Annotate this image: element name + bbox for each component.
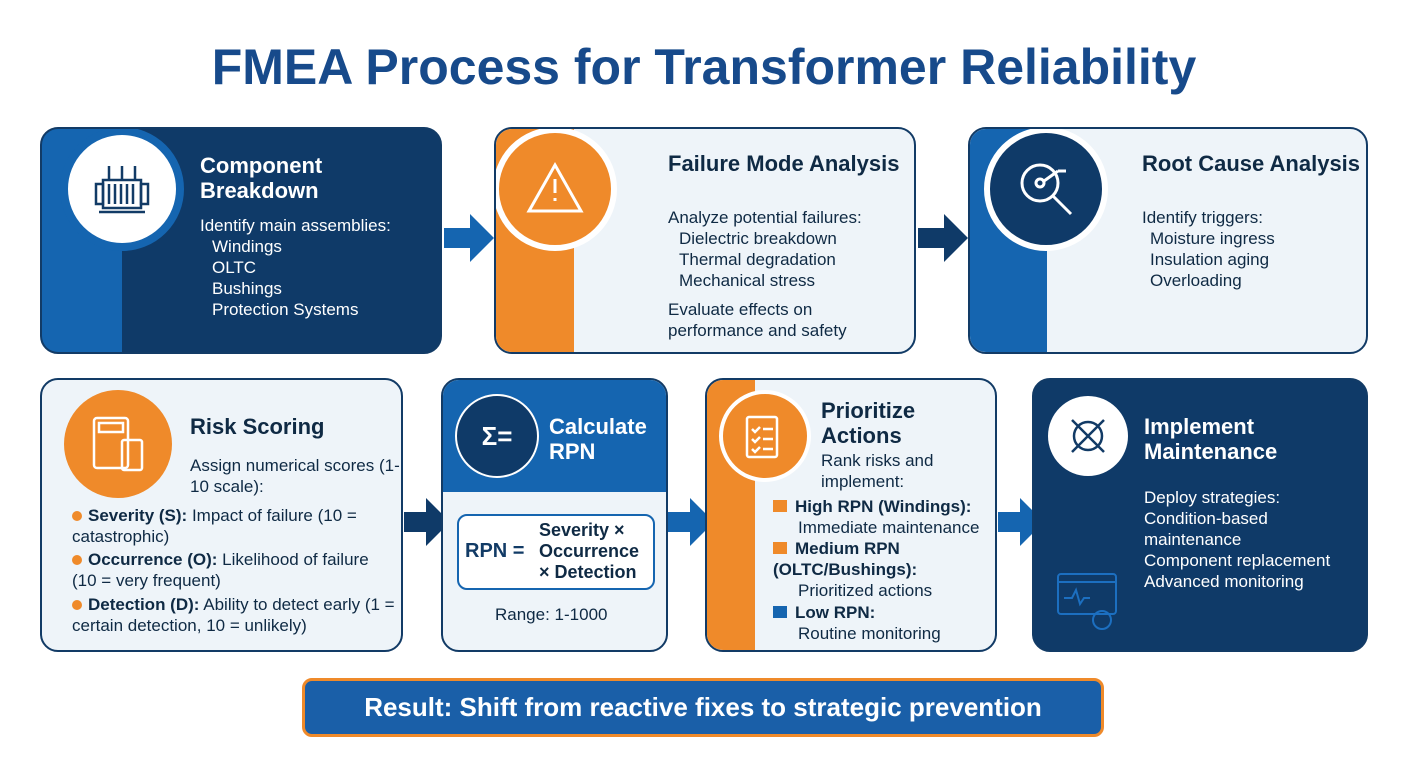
arrow-right-icon: [668, 498, 714, 546]
result-text: Result: Shift from reactive fixes to str…: [364, 692, 1042, 722]
list-item: Protection Systems: [212, 300, 359, 319]
warning-gears-icon: [496, 129, 617, 251]
list-item: Component replacement: [1144, 551, 1331, 570]
step-intro: Rank risks and implement:: [821, 451, 934, 491]
transformer-icon: [60, 129, 184, 251]
clipboard-checklist-icon: [719, 390, 811, 482]
wrench-screwdriver-gear-icon: [1048, 396, 1128, 476]
step-title: Risk Scoring: [190, 414, 325, 439]
arrow-right-icon: [444, 214, 494, 262]
sigma-equals-icon: Σ=: [455, 394, 539, 478]
step-intro: Identify main assemblies:: [200, 216, 391, 235]
bullet-icon: [72, 555, 82, 565]
term: Occurrence (O):: [88, 550, 218, 569]
step-title: Failure Mode Analysis: [668, 151, 900, 176]
result-banner: Result: Shift from reactive fixes to str…: [302, 678, 1104, 737]
calculator-icon: [64, 390, 172, 498]
list-item: Medium RPN (OLTC/Bushings): Prioritized a…: [773, 538, 963, 601]
list-item: Condition-based maintenance: [1144, 509, 1268, 549]
formula-lhs: RPN =: [465, 540, 525, 562]
step-note: Evaluate effects on performance and safe…: [668, 300, 847, 340]
rpn-range: Range: 1-1000: [495, 605, 608, 624]
step-root-cause-analysis: Root Cause Analysis Identify triggers: M…: [968, 127, 1368, 354]
term: Low RPN:: [795, 603, 876, 622]
list-item: Bushings: [212, 279, 282, 298]
term: High RPN (Windings):: [795, 497, 972, 516]
step-intro: Identify triggers:: [1142, 208, 1263, 227]
desc: Immediate maintenance: [798, 518, 980, 537]
step-risk-scoring: Risk Scoring Assign numerical scores (1-…: [40, 378, 403, 652]
list-item: Dielectric breakdown: [679, 229, 837, 248]
step-failure-mode-analysis: Failure Mode Analysis Analyze potential …: [494, 127, 916, 354]
arrow-right-icon: [404, 498, 450, 546]
list-item: Insulation aging: [1150, 250, 1270, 269]
bullet-icon: [72, 511, 82, 521]
desc: Impact of failure (10 = catastrophic): [72, 506, 357, 546]
formula-term: × Detection: [539, 562, 637, 582]
rpn-formula: RPN = Severity × Occurrence × Detection: [457, 514, 655, 590]
list-item: Overloading: [1150, 271, 1242, 290]
step-title: Root Cause Analysis: [1142, 151, 1361, 176]
list-item: Mechanical stress: [679, 271, 816, 290]
desc: Ability to detect early (1 = certain det…: [72, 595, 395, 635]
list-item: OLTC: [212, 258, 257, 277]
formula-term: Severity ×: [539, 520, 625, 540]
list-item: Occurrence (O): Likelihood of failure (1…: [72, 549, 372, 591]
step-title: Calculate RPN: [549, 414, 647, 464]
bullet-icon: [72, 600, 82, 610]
term: Medium RPN (OLTC/Bushings):: [773, 539, 918, 579]
step-title: Component Breakdown: [200, 153, 323, 203]
desc: Prioritized actions: [798, 581, 933, 600]
step-title: Prioritize Actions: [821, 398, 916, 448]
step-implement-maintenance: Implement Maintenance Deploy strategies:…: [1032, 378, 1368, 652]
magnifier-network-icon: [984, 129, 1108, 251]
flag-icon: [773, 542, 787, 554]
step-title: Implement Maintenance: [1144, 414, 1278, 464]
list-item: High RPN (Windings): Immediate maintenanc…: [773, 496, 995, 538]
desc: Routine monitoring: [798, 624, 941, 643]
step-calculate-rpn: Σ= Calculate RPN RPN = Severity × Occurr…: [441, 378, 668, 652]
list-item: Advanced monitoring: [1144, 572, 1304, 591]
flag-icon: [773, 500, 787, 512]
list-item: Moisture ingress: [1150, 229, 1275, 248]
step-intro: Analyze potential failures:: [668, 208, 862, 227]
term: Severity (S):: [88, 506, 188, 525]
list-item: Low RPN: Routine monitoring: [773, 602, 995, 644]
list-item: Severity (S): Impact of failure (10 = ca…: [72, 505, 392, 547]
step-prioritize-actions: Prioritize Actions Rank risks and implem…: [705, 378, 997, 652]
monitor-gear-icon: [1057, 573, 1117, 630]
page-title: FMEA Process for Transformer Reliability: [211, 39, 1197, 95]
step-component-breakdown: Component Breakdown Identify main assemb…: [40, 127, 442, 354]
list-item: Detection (D): Ability to detect early (…: [72, 594, 401, 636]
arrow-right-icon: [998, 498, 1044, 546]
step-intro: Deploy strategies:: [1144, 488, 1281, 507]
desc: Likelihood of failure (10 = very frequen…: [72, 550, 369, 590]
step-intro: Assign numerical scores (1-10 scale):: [190, 456, 400, 496]
term: Detection (D):: [88, 595, 200, 614]
flag-icon: [773, 606, 787, 618]
list-item: Thermal degradation: [679, 250, 836, 269]
list-item: Windings: [212, 237, 282, 256]
formula-term: Occurrence: [539, 541, 640, 561]
arrow-right-icon: [918, 214, 968, 262]
